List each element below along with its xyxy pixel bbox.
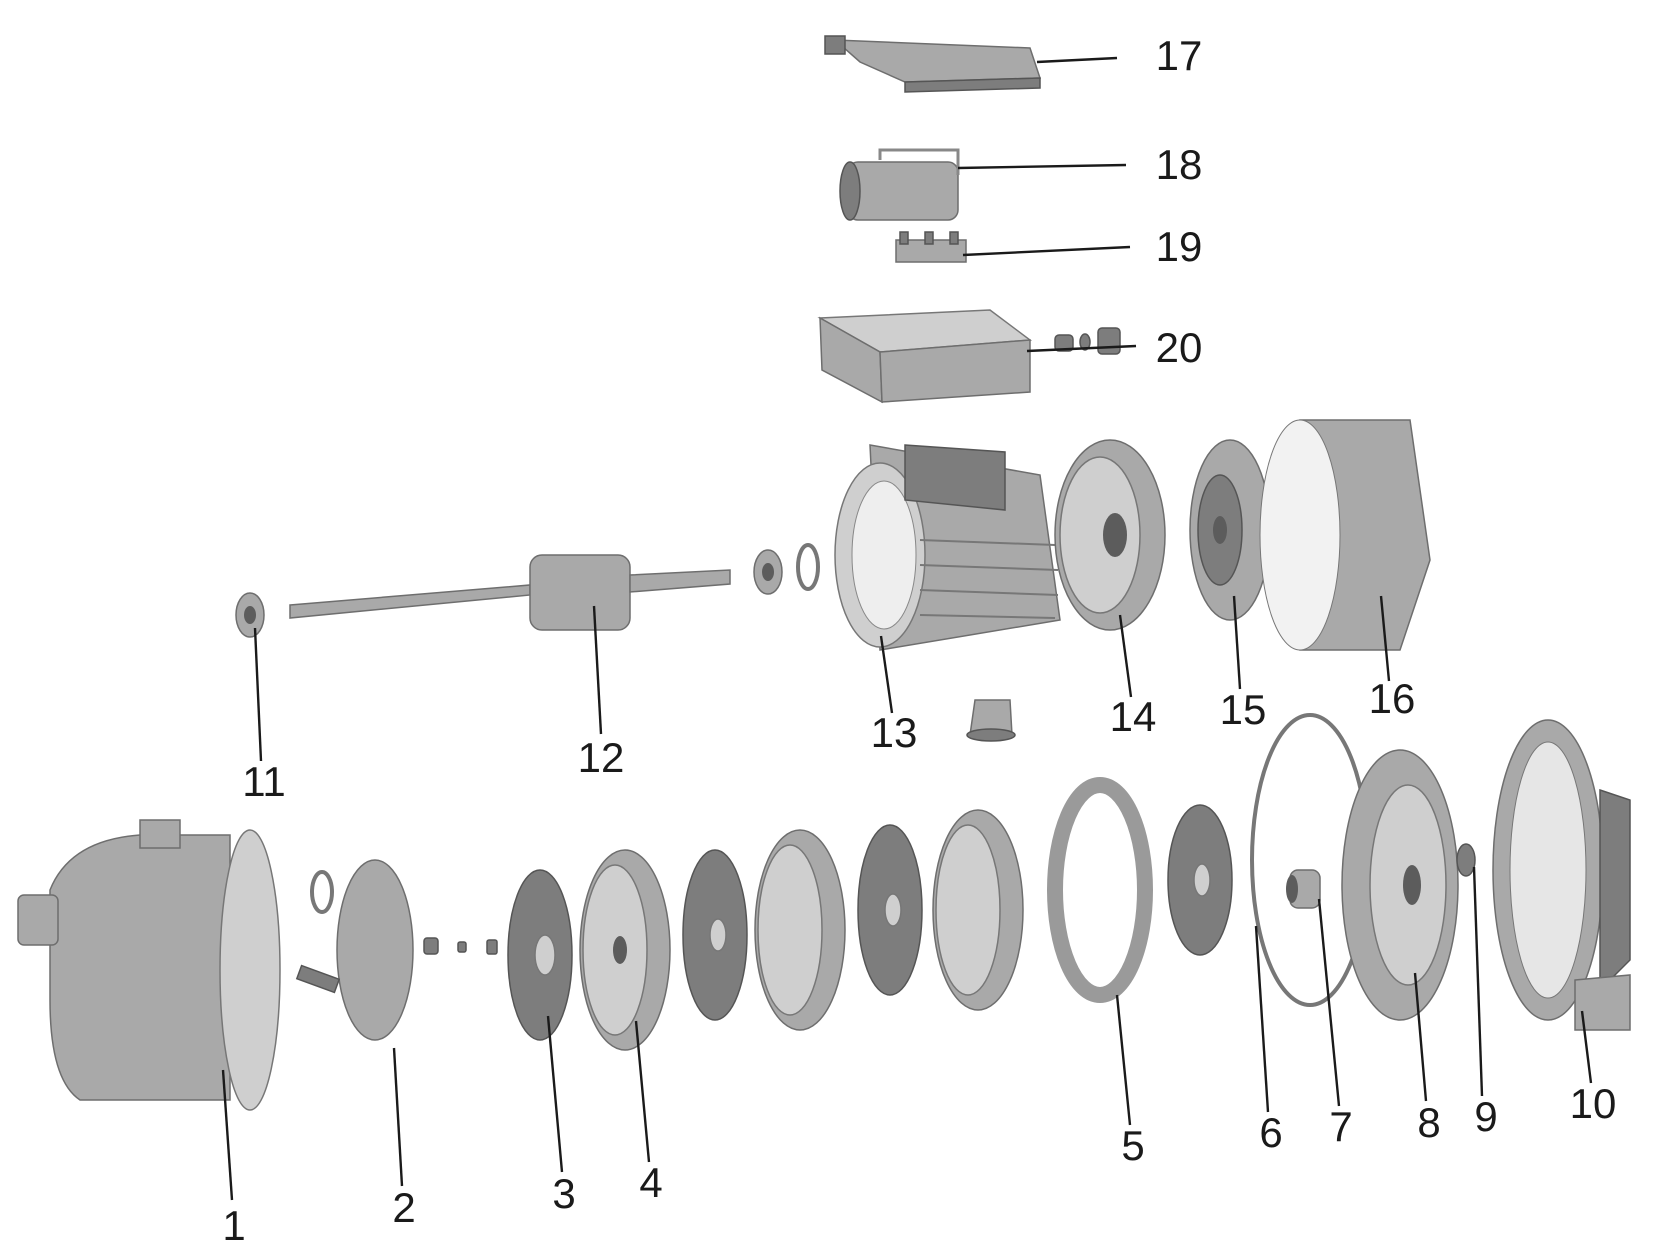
part-label-2: 2 bbox=[392, 1184, 415, 1231]
part-label-4: 4 bbox=[639, 1159, 662, 1206]
stage-diffuser bbox=[932, 809, 1024, 1011]
part-8-seal-plate bbox=[1341, 749, 1459, 1021]
part-20-terminal-box bbox=[817, 309, 1121, 404]
part-5-stage-ring bbox=[1047, 777, 1153, 1003]
part-label-9: 9 bbox=[1474, 1093, 1497, 1140]
leader-line-2 bbox=[392, 1047, 404, 1187]
stage-diffuser bbox=[754, 829, 846, 1031]
part-label-11: 11 bbox=[242, 758, 286, 805]
part-16-fan-cover bbox=[1259, 419, 1431, 651]
part-bearing-and-ring bbox=[753, 543, 820, 595]
part-label-3: 3 bbox=[552, 1170, 575, 1217]
part-18-capacitor bbox=[839, 148, 960, 221]
leader-line-18 bbox=[957, 163, 1127, 170]
leader-line-15 bbox=[1232, 595, 1242, 690]
leader-line-16 bbox=[1379, 595, 1391, 682]
part-9-washer bbox=[1456, 843, 1476, 877]
leader-line-6 bbox=[1254, 925, 1270, 1113]
part-label-10: 10 bbox=[1570, 1080, 1617, 1127]
part-13-motor-housing bbox=[834, 444, 1061, 742]
part-15-fan bbox=[1189, 439, 1271, 621]
part-label-8: 8 bbox=[1417, 1099, 1440, 1146]
leader-line-10 bbox=[1580, 1010, 1593, 1084]
leader-line-7 bbox=[1317, 898, 1341, 1107]
leader-line-4 bbox=[634, 1020, 651, 1163]
leader-line-14 bbox=[1118, 614, 1133, 698]
part-label-20: 20 bbox=[1156, 324, 1203, 371]
part-label-18: 18 bbox=[1156, 141, 1203, 188]
leader-line-3 bbox=[546, 1015, 564, 1173]
part-label-6: 6 bbox=[1259, 1109, 1282, 1156]
part-label-15: 15 bbox=[1220, 686, 1267, 733]
part-12-rotor-shaft bbox=[289, 554, 731, 631]
part-19-terminal-block bbox=[895, 231, 967, 263]
part-7-mechanical-seal bbox=[1286, 869, 1321, 909]
part-10-bracket bbox=[1492, 719, 1631, 1031]
leader-line-19 bbox=[962, 245, 1131, 257]
leader-line-1 bbox=[221, 1069, 234, 1201]
part-label-7: 7 bbox=[1329, 1103, 1352, 1150]
part-label-12: 12 bbox=[578, 734, 625, 781]
part-label-17: 17 bbox=[1156, 32, 1203, 79]
part-label-14: 14 bbox=[1110, 693, 1157, 740]
leader-line-9 bbox=[1472, 866, 1484, 1097]
part-label-1: 1 bbox=[222, 1202, 245, 1249]
part-2-ejector bbox=[295, 859, 498, 1041]
leader-line-20 bbox=[1026, 344, 1137, 353]
leader-line-5 bbox=[1115, 994, 1132, 1126]
part-label-13: 13 bbox=[871, 709, 918, 756]
leader-line-11 bbox=[253, 627, 263, 762]
part-17-terminal-box-lid bbox=[824, 35, 1042, 93]
stage-impeller bbox=[682, 849, 748, 1021]
part-3-impeller bbox=[507, 869, 573, 1041]
part-4-diffuser bbox=[579, 849, 671, 1051]
stage-impeller bbox=[857, 824, 923, 996]
part-label-5: 5 bbox=[1121, 1122, 1144, 1169]
part-label-19: 19 bbox=[1156, 223, 1203, 270]
part-1-pump-casing bbox=[17, 819, 281, 1111]
leader-line-13 bbox=[879, 635, 894, 714]
leader-line-17 bbox=[1036, 56, 1118, 64]
leader-line-8 bbox=[1413, 972, 1428, 1102]
last-impeller bbox=[1167, 804, 1233, 956]
part-label-16: 16 bbox=[1369, 675, 1416, 722]
part-11-bearing bbox=[235, 592, 265, 638]
leader-line-12 bbox=[592, 605, 603, 735]
part-14-end-shield bbox=[1054, 439, 1166, 631]
